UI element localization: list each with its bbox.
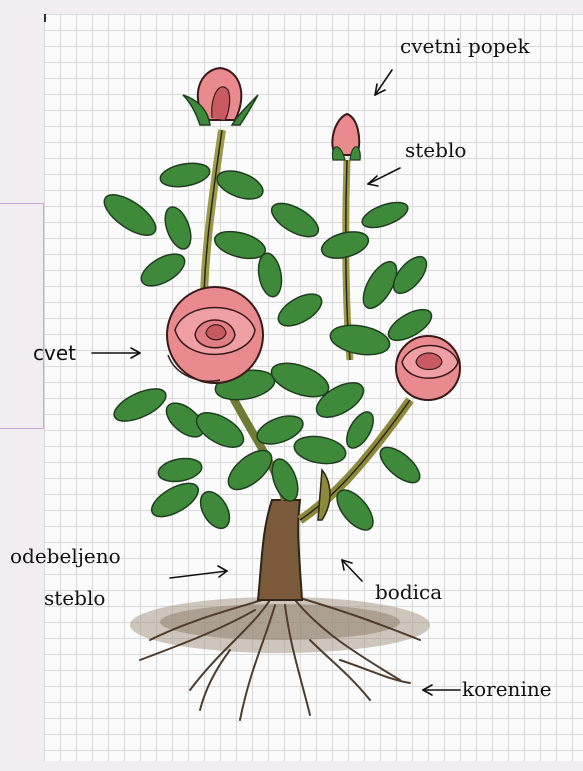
label-bodica: bodica: [375, 580, 442, 604]
soil: [130, 597, 430, 653]
arrow-cvetni-popek: [375, 70, 392, 95]
arrow-steblo-top: [368, 168, 400, 186]
label-cvet: cvet: [33, 341, 76, 365]
flower-bud-small: [332, 114, 360, 160]
rose-flower-right: [396, 336, 460, 400]
arrow-bodica: [342, 560, 362, 581]
label-odebeljeno: odebeljeno: [10, 544, 121, 568]
label-steblo-bottom: steblo: [44, 586, 105, 610]
thorn: [318, 470, 330, 520]
rose-flower-left: [167, 287, 263, 383]
label-korenine: korenine: [462, 677, 552, 701]
arrow-korenine: [423, 685, 460, 695]
label-cvetni-popek: cvetni popek: [400, 34, 530, 58]
arrow-cvet: [92, 348, 140, 358]
leaves: [98, 160, 436, 536]
label-steblo-top: steblo: [405, 138, 466, 162]
flower-bud-tall: [183, 68, 258, 125]
arrow-odebeljeno-steblo: [170, 566, 227, 578]
